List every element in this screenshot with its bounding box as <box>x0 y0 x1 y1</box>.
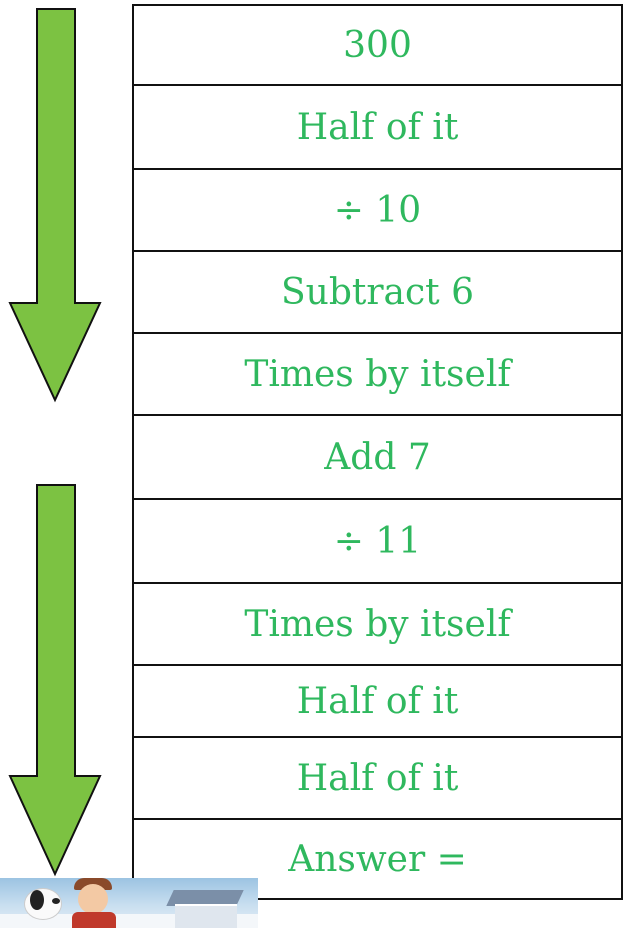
step-cell: 300 <box>132 4 623 86</box>
step-cell: Subtract 6 <box>132 250 623 334</box>
step-cell: Half of it <box>132 664 623 738</box>
step-row: ÷ 10 <box>132 168 623 252</box>
step-row: Half of it <box>132 736 623 820</box>
step-row: ÷ 11 <box>132 498 623 584</box>
steps-table: 300 Half of it ÷ 10 Subtract 6 Times by … <box>132 4 623 900</box>
step-row: Half of it <box>132 84 623 170</box>
step-cell: Times by itself <box>132 582 623 666</box>
down-arrow-icon-bottom <box>8 484 102 877</box>
step-cell: Add 7 <box>132 414 623 500</box>
step-row: Half of it <box>132 664 623 738</box>
down-arrow-icon-top <box>8 8 102 403</box>
step-row: 300 <box>132 4 623 86</box>
peanuts-snow-scene-image <box>0 878 258 928</box>
step-row: Subtract 6 <box>132 250 623 334</box>
step-cell: Times by itself <box>132 332 623 416</box>
step-cell: Half of it <box>132 736 623 820</box>
step-row: Times by itself <box>132 582 623 666</box>
step-cell: ÷ 10 <box>132 168 623 252</box>
step-cell: Half of it <box>132 84 623 170</box>
step-row: Times by itself <box>132 332 623 416</box>
step-cell: ÷ 11 <box>132 498 623 584</box>
step-row: Add 7 <box>132 414 623 500</box>
